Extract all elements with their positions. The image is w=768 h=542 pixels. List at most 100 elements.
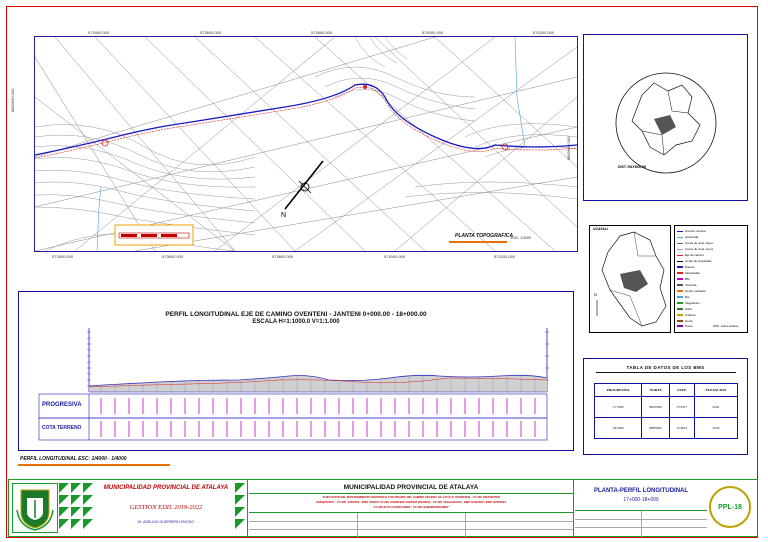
project-line-3: -CC.NN.ALTO CHANCORENI - CC.NN. QUEMPORI… [372, 505, 450, 509]
mayor-name: Dr. ADELINO GUERRERO ENCISO [137, 520, 195, 524]
legend-label: Alcantarilla [685, 271, 700, 275]
signature-grid [249, 512, 573, 537]
legend-swatch [713, 325, 719, 328]
coord-bottom-5: 574200.000 [494, 254, 516, 259]
sheet-title: PLANTA-PERFIL LONGITUDINAL [593, 488, 689, 494]
legend-item: Eje de camino [677, 253, 704, 257]
grid-line [249, 529, 573, 530]
legend-swatch [677, 266, 683, 269]
divider [249, 493, 573, 494]
municipality-name-left: MUNICIPALIDAD PROVINCIAL DE ATALAYA [103, 485, 229, 491]
decorative-pattern-left [59, 483, 93, 529]
bm-table-title: TABLA DE DATOS DE LOS BMS [626, 365, 705, 370]
legend-item: Curva de nivel mayor [677, 241, 713, 245]
sheet-range: 17+000-18+000 [623, 497, 659, 503]
coord-top-3: 573800.000 [311, 30, 333, 35]
bm-header-cell: ELEVACION [693, 383, 739, 397]
legend-label: Rio [685, 295, 690, 299]
grid-line [641, 511, 642, 537]
legend-item: Limite de propiedad [677, 259, 711, 263]
district-map: DIST. RAYMONDI [583, 34, 748, 201]
legend-swatch [677, 290, 683, 293]
plan-title-underline [449, 241, 507, 243]
coord-bottom-4: 574000.000 [384, 254, 406, 259]
grid-line [357, 513, 358, 537]
municipality-name-center: MUNICIPALIDAD PROVINCIAL DE ATALAYA [343, 484, 479, 491]
coord-bottom-3: 573800.000 [272, 254, 294, 259]
legend-item: Vivienda [677, 283, 696, 287]
legend-label: Arbol [685, 307, 693, 311]
svg-text:N: N [281, 212, 286, 219]
coord-top-1: 573400.000 [88, 30, 110, 35]
gestion-label: GESTION EDIL 2019-2022 [129, 504, 203, 511]
legend-label: Centro poblado [685, 289, 706, 293]
divider [247, 480, 248, 536]
row-label-cota: COTA TERRENO [42, 425, 82, 431]
grid-line [249, 521, 573, 522]
legend-item: Poste [677, 324, 693, 328]
legend-label: Limite de propiedad [685, 259, 712, 263]
svg-text:N: N [594, 292, 597, 297]
bm-cell: 8883292 [641, 417, 671, 439]
sheet-code: PPL-18 [718, 503, 742, 511]
table-row: 17+000 8843780 573377 2341 [593, 396, 739, 418]
plan-drawing: N [35, 37, 577, 251]
divider [573, 480, 574, 536]
legend-item: Quebrada [677, 235, 698, 239]
legend-label: Vivienda [685, 283, 697, 287]
table-row: 18+000 8883292 573813 2343 [593, 417, 739, 439]
legend-item: Puente [677, 265, 695, 269]
legend-swatch [677, 260, 683, 262]
district-outline [615, 72, 717, 174]
legend-label: Curva de nivel mayor [685, 241, 714, 245]
plan-scale: ESC: 1:2000 [511, 236, 531, 240]
legend-panel: Camino vecinal Quebrada Curva de nivel m… [674, 225, 748, 333]
legend-item: Cerco [677, 319, 693, 323]
legend-label: Curva de nivel menor [685, 247, 714, 251]
bm-cell: 573813 [669, 417, 695, 439]
legend-item: Curva de nivel menor [677, 247, 714, 251]
municipality-logo [12, 483, 58, 533]
legend-swatch [677, 320, 683, 323]
bm-cell: 17+000 [593, 396, 643, 418]
legend-swatch [677, 272, 683, 275]
decorative-pattern-right [235, 483, 245, 529]
grid-line [465, 513, 466, 537]
project-line-2: CHEQUITAVO - CC.NN. JANTENI - EMP. CRUCE… [316, 500, 506, 504]
bm-table-header-row: PROGRESIVA NORTE ESTE ELEVACION [593, 383, 739, 397]
legend-swatch [677, 308, 683, 311]
bm-table-panel: TABLA DE DATOS DE LOS BMS PROGRESIVA NOR… [583, 358, 748, 455]
legend-swatch [677, 325, 683, 328]
sheet-code-badge: PPL-18 [709, 486, 751, 528]
legend-label: Eje de camino [685, 253, 705, 257]
legend-label: Puente [685, 265, 695, 269]
legend-label: Poste [685, 324, 693, 328]
profile-panel: PERFIL LONGITUDINAL EJE DE CAMINO OVENTE… [18, 291, 574, 451]
legend-label: Cultivos [685, 313, 696, 317]
legend-label: Zona urbana [721, 324, 739, 328]
profile-title: PERFIL LONGITUDINAL EJE DE CAMINO OVENTE… [165, 311, 427, 318]
bm-header-cell: PROGRESIVA [593, 383, 643, 397]
title-block: MUNICIPALIDAD PROVINCIAL DE ATALAYA GEST… [8, 479, 758, 537]
coord-bottom-1: 573400.000 [52, 254, 74, 259]
coord-bottom-2: 573600.000 [162, 254, 184, 259]
coord-top-2: 573600.000 [200, 30, 222, 35]
legend-label: Quebrada [685, 235, 699, 239]
legend-swatch [677, 296, 683, 299]
coord-left: 8883600.000 [10, 88, 15, 112]
legend-item: Centro poblado [677, 289, 706, 293]
district-label: DIST. RAYMONDI [618, 165, 647, 169]
bm-cell: 8843780 [641, 396, 671, 418]
bm-header-cell: NORTE [641, 383, 671, 397]
legend-label: Cerco [685, 319, 694, 323]
legend-item: Alcantarilla [677, 271, 700, 275]
profile-footer-title: PERFIL LONGITUDINAL ESC: 1/4000 - 1/4000 [20, 456, 127, 462]
bm-cell: 2341 [693, 396, 739, 418]
legend-swatch [677, 284, 683, 287]
legend-label: BM [685, 277, 690, 281]
legend-item: Camino vecinal [677, 229, 706, 233]
legend-swatch [677, 230, 683, 232]
project-line-1: "EJECUCION DEL MANTENIMIENTO PERIODICO Y… [322, 495, 500, 499]
peru-outline: N [594, 231, 667, 327]
sheet-grid [575, 510, 707, 537]
